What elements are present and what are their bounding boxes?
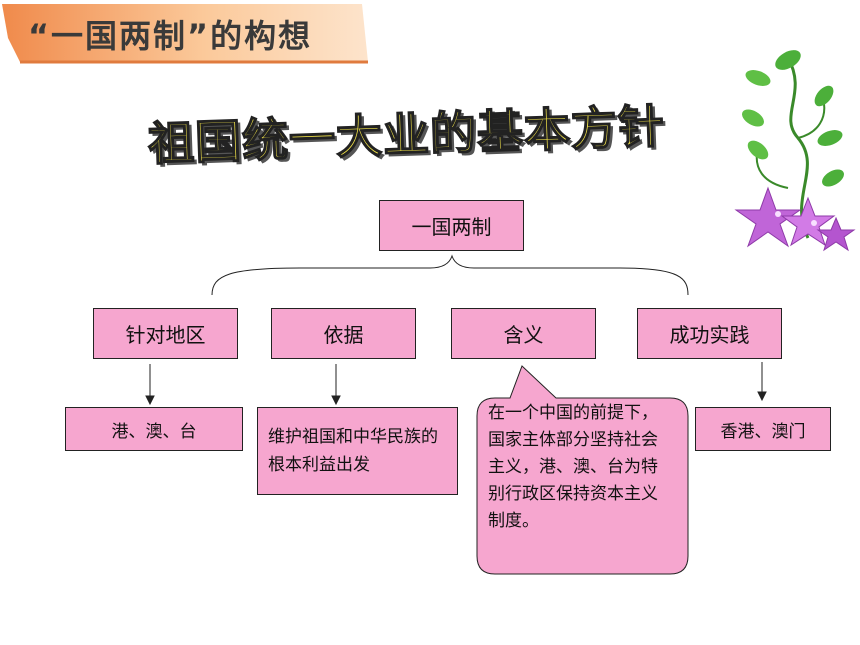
arrow-basis — [331, 364, 341, 406]
category-meaning: 含义 — [451, 308, 596, 359]
brace — [211, 254, 689, 296]
detail-basis: 维护祖国和中华民族的根本利益出发 — [257, 407, 458, 495]
arrow-practice — [757, 362, 767, 402]
meaning-callout — [476, 365, 689, 575]
arrow-regions — [145, 364, 155, 406]
flower-vine-icon — [734, 50, 856, 252]
category-regions: 针对地区 — [93, 308, 238, 359]
page-title: “一国两制”的构想 — [28, 17, 313, 55]
detail-practice: 香港、澳门 — [695, 407, 831, 451]
banner-shape — [2, 4, 368, 64]
category-basis: 依据 — [271, 308, 416, 359]
header-banner: “一国两制”的构想 — [0, 0, 372, 66]
category-practice: 成功实践 — [637, 308, 782, 359]
detail-regions: 港、澳、台 — [65, 407, 243, 451]
root-box: 一国两制 — [379, 200, 524, 251]
detail-meaning: 在一个中国的前提下，国家主体部分坚持社会主义，港、澳、台为特别行政区保持资本主义… — [488, 403, 658, 531]
